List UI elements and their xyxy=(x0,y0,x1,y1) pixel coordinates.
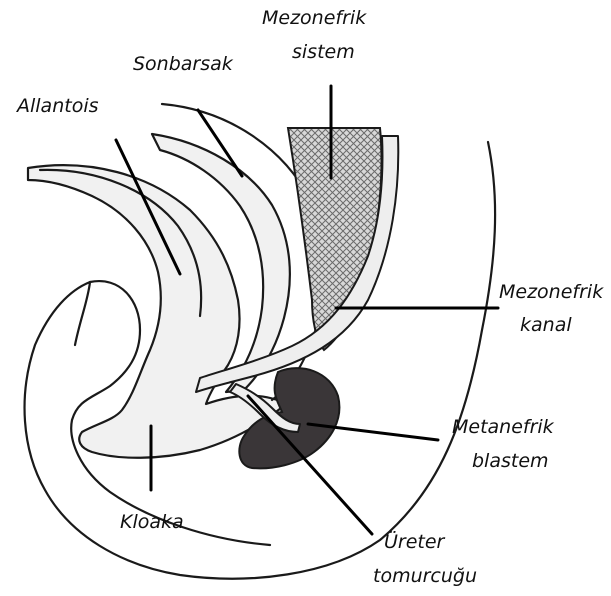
label-mezonefrik-kanal-line1: Mezonefrik xyxy=(499,281,604,303)
label-sonbarsak: Sonbarsak xyxy=(133,53,234,75)
label-ureter-tomurcugu-line2: tomurcuğu xyxy=(373,565,477,587)
label-mezonefrik-sistem-line2: sistem xyxy=(292,41,355,63)
label-metanefrik-blastem-line1: Metanefrik xyxy=(452,416,555,438)
label-mezonefrik-kanal-line2: kanal xyxy=(520,314,572,336)
label-mezonefrik-sistem-line1: Mezonefrik xyxy=(262,7,367,29)
label-kloaka: Kloaka xyxy=(120,511,184,533)
label-metanefrik-blastem-line2: blastem xyxy=(472,450,549,472)
label-allantois: Allantois xyxy=(15,95,99,117)
label-ureter-tomurcugu-line1: Üreter xyxy=(384,530,446,553)
